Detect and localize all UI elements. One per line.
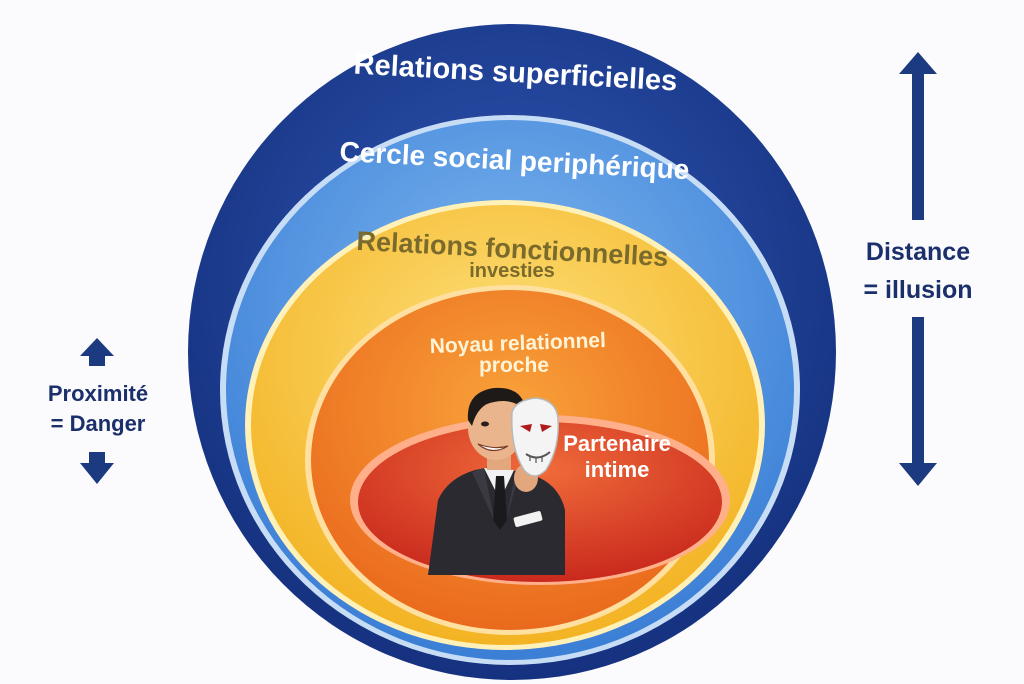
right-label-line1: Distance bbox=[865, 238, 971, 266]
down-arrow-icon bbox=[80, 452, 114, 484]
left-label-line1: Proximité bbox=[47, 381, 149, 406]
ring-label-fonctionnelles-line2: investies bbox=[469, 260, 555, 282]
proximite-danger-label: Proximité = Danger bbox=[18, 379, 178, 439]
up-arrow-icon bbox=[80, 338, 114, 366]
right-label-line2: = illusion bbox=[863, 276, 973, 304]
ring-label-noyau-line2: proche bbox=[479, 354, 549, 377]
left-label-line2: = Danger bbox=[50, 411, 146, 436]
distance-illusion-label: Distance = illusion bbox=[848, 233, 988, 309]
ring-label-partenaire-line2: intime bbox=[585, 457, 650, 482]
ring-label-partenaire-line1: Partenaire bbox=[563, 431, 671, 456]
vertical-double-arrow-icon bbox=[899, 52, 937, 486]
man-holding-mask-icon bbox=[428, 387, 565, 575]
